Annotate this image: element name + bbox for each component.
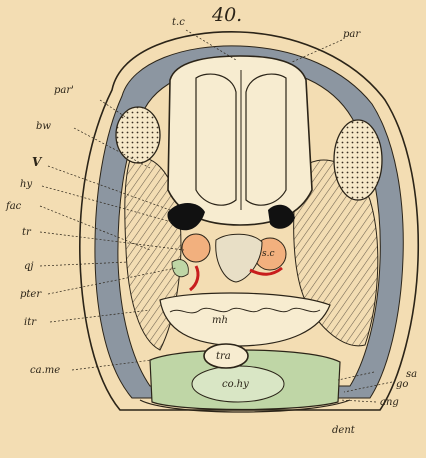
brain-case bbox=[168, 56, 312, 225]
label-bw: bw bbox=[36, 122, 51, 132]
label-fac: fac bbox=[6, 202, 21, 212]
label-go: go bbox=[396, 380, 408, 390]
brain-right-lobe bbox=[246, 74, 286, 205]
label-mh: mh bbox=[212, 316, 228, 326]
label-came: ca.me bbox=[30, 366, 60, 376]
brain-left-lobe bbox=[196, 74, 236, 205]
label-itr: itr bbox=[24, 318, 36, 328]
tr-orange-body bbox=[182, 234, 210, 262]
label-V: V bbox=[32, 156, 41, 168]
label-hy: hy bbox=[20, 180, 32, 190]
label-tc: t.c bbox=[172, 18, 185, 28]
label-tr: tr bbox=[22, 228, 31, 238]
label-dent: dent bbox=[332, 426, 355, 436]
label-cohy: co.hy bbox=[222, 380, 249, 390]
label-ang: ang bbox=[380, 398, 399, 408]
figure-number: 40. bbox=[212, 4, 242, 26]
label-tra: tra bbox=[216, 352, 231, 362]
label-qj: qj bbox=[24, 262, 34, 272]
label-pter: pter bbox=[20, 290, 41, 300]
label-par-prime: par' bbox=[54, 86, 74, 96]
label-par: par bbox=[343, 30, 360, 40]
label-sc: s.c bbox=[262, 250, 275, 259]
left-dotted-organ bbox=[116, 107, 160, 163]
right-dotted-organ bbox=[334, 120, 382, 200]
